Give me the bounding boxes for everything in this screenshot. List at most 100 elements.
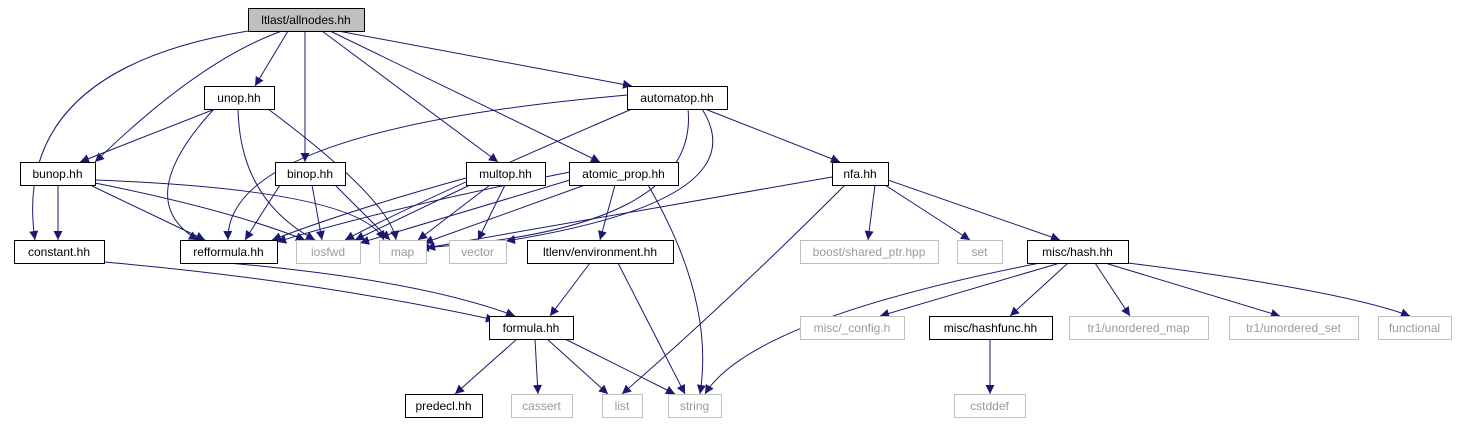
node-constant[interactable]: constant.hh [14, 240, 105, 264]
edge-multop-to-map [417, 184, 491, 241]
edge-nfa-to-set [884, 184, 971, 241]
edge-line [454, 338, 518, 395]
node-formula[interactable]: formula.hh [489, 316, 574, 340]
node-allnodes[interactable]: ltlast/allnodes.hh [248, 8, 365, 32]
edge-line [334, 184, 391, 241]
edge-line [884, 184, 971, 241]
edge-multop-to-refformula [271, 177, 467, 241]
node-label: functional [1389, 321, 1440, 335]
node-box [14, 240, 105, 264]
node-label: constant.hh [28, 245, 90, 259]
edge-line [94, 30, 283, 163]
edge-allnodes-to-multop [321, 30, 499, 163]
node-box [800, 240, 939, 264]
edge-line [94, 182, 306, 241]
node-label: predecl.hh [415, 399, 471, 413]
edge-multop-to-vector [477, 184, 506, 241]
node-functional: functional [1378, 316, 1452, 340]
node-box [1027, 240, 1129, 264]
node-label: tr1/unordered_map [1087, 321, 1189, 335]
node-box [1069, 316, 1209, 340]
edge-nfa-to-hash [887, 179, 1061, 242]
edge-line [167, 108, 215, 241]
edge-hash-to-functional [1127, 262, 1411, 318]
edge-allnodes-to-bunop [94, 30, 283, 163]
node-automatop[interactable]: automatop.hh [627, 86, 728, 110]
node-box [929, 316, 1053, 340]
edge-line [417, 184, 491, 241]
node-predecl[interactable]: predecl.hh [405, 394, 483, 418]
node-label: boost/shared_ptr.hpp [813, 245, 926, 259]
edge-automatop-to-vector [505, 108, 714, 245]
edge-line [244, 184, 281, 241]
node-nfa[interactable]: nfa.hh [832, 162, 889, 186]
edge-line [29, 30, 249, 241]
edge-line [354, 184, 471, 241]
edge-atomic_prop-to-iosfwd [359, 179, 571, 245]
node-box [527, 240, 674, 264]
node-box [20, 162, 96, 186]
edge-refformula-to-formula [227, 262, 516, 318]
edge-formula-to-predecl [454, 338, 518, 395]
node-label: string [680, 399, 709, 413]
edge-line [864, 184, 876, 241]
node-box [180, 240, 278, 264]
edge-nfa-to-map [425, 176, 833, 251]
node-box [569, 162, 679, 186]
edge-line [647, 184, 706, 395]
edge-line [329, 30, 601, 163]
node-unop[interactable]: unop.hh [204, 86, 275, 110]
edge-automatop-to-nfa [704, 108, 841, 163]
node-label: automatop.hh [640, 91, 713, 105]
edge-formula-to-cassert [533, 338, 543, 395]
node-label: formula.hh [503, 321, 560, 335]
edge-line [79, 108, 216, 163]
node-unordered-set: tr1/unordered_set [1229, 316, 1359, 340]
node-label: misc/_config.h [814, 321, 891, 335]
node-label: iosfwd [311, 245, 345, 259]
edge-unop-to-refformula [167, 108, 215, 241]
node-box [957, 240, 1003, 264]
node-label: misc/hash.hh [1042, 245, 1113, 259]
node-label: ltlenv/environment.hh [543, 245, 657, 259]
edge-line [425, 176, 833, 251]
edge-line [1127, 262, 1411, 318]
node-label: map [391, 245, 415, 259]
node-cassert: cassert [511, 394, 573, 418]
edge-hash-to-unordered_set [1104, 262, 1281, 318]
node-config: misc/_config.h [800, 316, 905, 340]
edge-unop-to-map [267, 108, 400, 241]
edge-binop-to-map [334, 184, 391, 241]
edge-environment-to-formula [549, 262, 591, 317]
edge-line [423, 184, 586, 245]
edge-hash-to-unordered_map [1094, 262, 1131, 317]
edge-allnodes-to-unop [254, 30, 289, 87]
node-refformula[interactable]: refformula.hh [180, 240, 278, 264]
node-box [204, 86, 275, 110]
node-multop[interactable]: multop.hh [466, 162, 546, 186]
edge-line [704, 108, 841, 163]
edge-environment-to-string [617, 262, 686, 395]
edge-line [337, 30, 633, 89]
edge-line [89, 184, 206, 241]
edge-line [533, 338, 543, 395]
edge-line [321, 30, 499, 163]
edge-line [94, 179, 385, 241]
edge-formula-to-string [564, 338, 676, 395]
edge-line [598, 184, 616, 241]
node-hash[interactable]: misc/hash.hh [1027, 240, 1129, 264]
node-atomic-prop[interactable]: atomic_prop.hh [569, 162, 679, 186]
edge-atomic_prop-to-map [423, 184, 586, 245]
node-label: multop.hh [479, 167, 532, 181]
node-box [511, 394, 573, 418]
node-label: cstddef [970, 399, 1009, 413]
edge-unop-to-bunop [79, 108, 216, 163]
edge-line [1009, 262, 1069, 317]
node-environment[interactable]: ltlenv/environment.hh [527, 240, 674, 264]
node-label: list [615, 399, 630, 413]
node-list: list [602, 394, 643, 418]
node-label: ltlast/allnodes.hh [261, 13, 350, 27]
node-bunop[interactable]: bunop.hh [20, 162, 96, 186]
node-binop[interactable]: binop.hh [275, 162, 346, 186]
node-hashfunc[interactable]: misc/hashfunc.hh [929, 316, 1053, 340]
